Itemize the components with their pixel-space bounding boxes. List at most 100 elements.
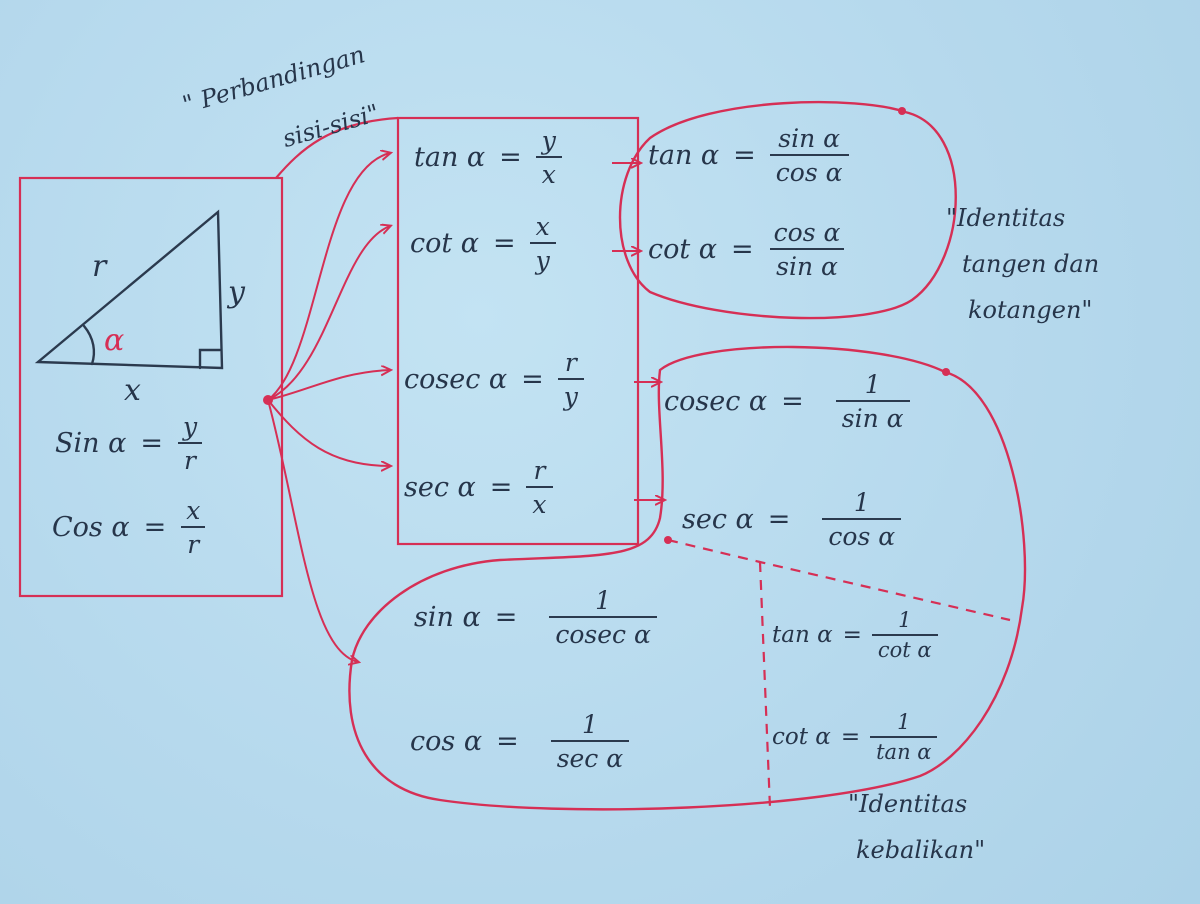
identity-sec: sec α = 1 cos α bbox=[682, 488, 902, 549]
numerator: 1 bbox=[853, 488, 870, 517]
arrow-to-cot bbox=[267, 226, 390, 401]
fraction: r x bbox=[526, 458, 553, 517]
dashed-divider-vertical bbox=[758, 561, 772, 809]
eq-lhs: Sin α bbox=[55, 428, 127, 459]
denominator: y bbox=[529, 242, 556, 273]
eq-equals: = bbox=[733, 140, 756, 171]
eq-lhs: cos α bbox=[410, 726, 483, 757]
numerator: 1 bbox=[897, 710, 911, 734]
eq-lhs: cosec α bbox=[664, 386, 768, 417]
numerator: 1 bbox=[595, 586, 612, 615]
eq-lhs: cot α bbox=[410, 228, 480, 259]
identity-tan: tan α = sin α cos α bbox=[648, 126, 849, 185]
numerator: y bbox=[541, 126, 556, 155]
numerator: x bbox=[186, 496, 201, 525]
angle-arc bbox=[82, 324, 96, 366]
eq-equals: = bbox=[496, 726, 519, 757]
numerator: 1 bbox=[581, 710, 598, 739]
eq-lhs: sin α bbox=[414, 602, 481, 633]
left-box bbox=[18, 176, 284, 598]
right-angle-mark bbox=[198, 348, 222, 370]
eq-equals: = bbox=[767, 504, 791, 535]
denominator: x bbox=[526, 486, 553, 517]
eq-equals: = bbox=[521, 364, 544, 395]
opposite-label: y bbox=[228, 275, 245, 310]
denominator: cos α bbox=[769, 154, 849, 185]
fraction: 1 tan α bbox=[870, 710, 938, 763]
eq-equals: = bbox=[494, 602, 518, 633]
eq-lhs: Cos α bbox=[52, 512, 130, 543]
eq-equals: = bbox=[499, 142, 522, 173]
fraction: sin α cos α bbox=[769, 124, 849, 185]
denominator: sin α bbox=[835, 400, 910, 431]
denominator: sec α bbox=[550, 740, 630, 771]
arrow-to-reciprocal bbox=[267, 399, 358, 662]
eq-lhs: cot α bbox=[648, 234, 718, 265]
denominator: r bbox=[181, 526, 206, 557]
fraction: y x bbox=[535, 126, 562, 187]
eq-equals: = bbox=[840, 724, 861, 750]
eq-equals: = bbox=[781, 386, 804, 417]
eq-lhs: tan α bbox=[648, 140, 720, 171]
eq-equals: = bbox=[493, 228, 516, 259]
numerator: r bbox=[564, 348, 577, 377]
identity-cot: cot α = cos α sin α bbox=[648, 220, 846, 279]
numerator: 1 bbox=[898, 608, 912, 632]
tangent-identity-label-2: tangen dan bbox=[962, 250, 1100, 278]
equation-cos-basic: Cos α = x r bbox=[52, 498, 206, 557]
identity-sin-reciprocal: sin α = 1 cosec α bbox=[414, 588, 657, 647]
reciprocal-identity-label-1: "Identitas bbox=[848, 790, 968, 818]
equation-cot-ratio: cot α = x y bbox=[410, 214, 556, 273]
blob-dot-top bbox=[898, 107, 906, 115]
eq-equals: = bbox=[842, 622, 862, 648]
numerator: 1 bbox=[864, 370, 881, 399]
eq-lhs: tan α bbox=[414, 142, 486, 173]
fraction: 1 cosec α bbox=[549, 588, 657, 647]
eq-equals: = bbox=[489, 472, 513, 503]
fraction: 1 cot α bbox=[871, 608, 938, 661]
blob-dot-bottom bbox=[664, 536, 672, 544]
denominator: cot α bbox=[871, 634, 938, 661]
equation-tan-ratio: tan α = y x bbox=[414, 128, 562, 187]
hypotenuse-label: r bbox=[92, 249, 107, 284]
reciprocal-identity-label-2: kebalikan" bbox=[856, 836, 986, 864]
fraction: y r bbox=[177, 414, 203, 473]
eq-equals: = bbox=[143, 512, 167, 543]
dashed-divider-diagonal bbox=[667, 538, 1011, 622]
identity-cos-reciprocal: cos α = 1 sec α bbox=[410, 710, 630, 771]
eq-lhs: cot α bbox=[772, 724, 831, 750]
fraction: x r bbox=[180, 498, 206, 557]
denominator: x bbox=[535, 156, 562, 187]
arrow-to-sec bbox=[267, 399, 390, 466]
arrow-to-cosec bbox=[267, 370, 390, 401]
denominator: r bbox=[178, 442, 202, 473]
eq-lhs: tan α bbox=[772, 622, 833, 648]
eq-equals: = bbox=[731, 234, 754, 265]
equation-sin-basic: Sin α = y r bbox=[55, 414, 203, 473]
identity-cot-reciprocal: cot α = 1 tan α bbox=[772, 710, 938, 763]
arrow-to-tan bbox=[267, 153, 390, 401]
adjacent-label: x bbox=[124, 373, 141, 408]
ratios-box bbox=[396, 116, 640, 546]
fraction: r y bbox=[557, 348, 584, 409]
fraction: 1 sin α bbox=[835, 370, 910, 431]
equation-cosec-ratio: cosec α = r y bbox=[404, 350, 584, 409]
connector-line bbox=[275, 116, 399, 179]
tangent-identity-label-1: "Identitas bbox=[946, 204, 1066, 232]
denominator: cosec α bbox=[549, 616, 657, 647]
eq-equals: = bbox=[140, 428, 163, 459]
eq-lhs: sec α bbox=[404, 472, 476, 503]
reciprocal-identity-blob bbox=[348, 345, 1027, 811]
denominator: tan α bbox=[870, 736, 938, 763]
eq-lhs: sec α bbox=[682, 504, 754, 535]
eq-lhs: cosec α bbox=[404, 364, 508, 395]
numerator: sin α bbox=[778, 124, 841, 153]
fraction: 1 sec α bbox=[550, 710, 630, 771]
equation-sec-ratio: sec α = r x bbox=[404, 458, 553, 517]
identity-tan-reciprocal: tan α = 1 cot α bbox=[772, 610, 938, 661]
denominator: cos α bbox=[822, 518, 902, 549]
numerator: y bbox=[182, 412, 198, 441]
numerator: x bbox=[535, 212, 550, 241]
